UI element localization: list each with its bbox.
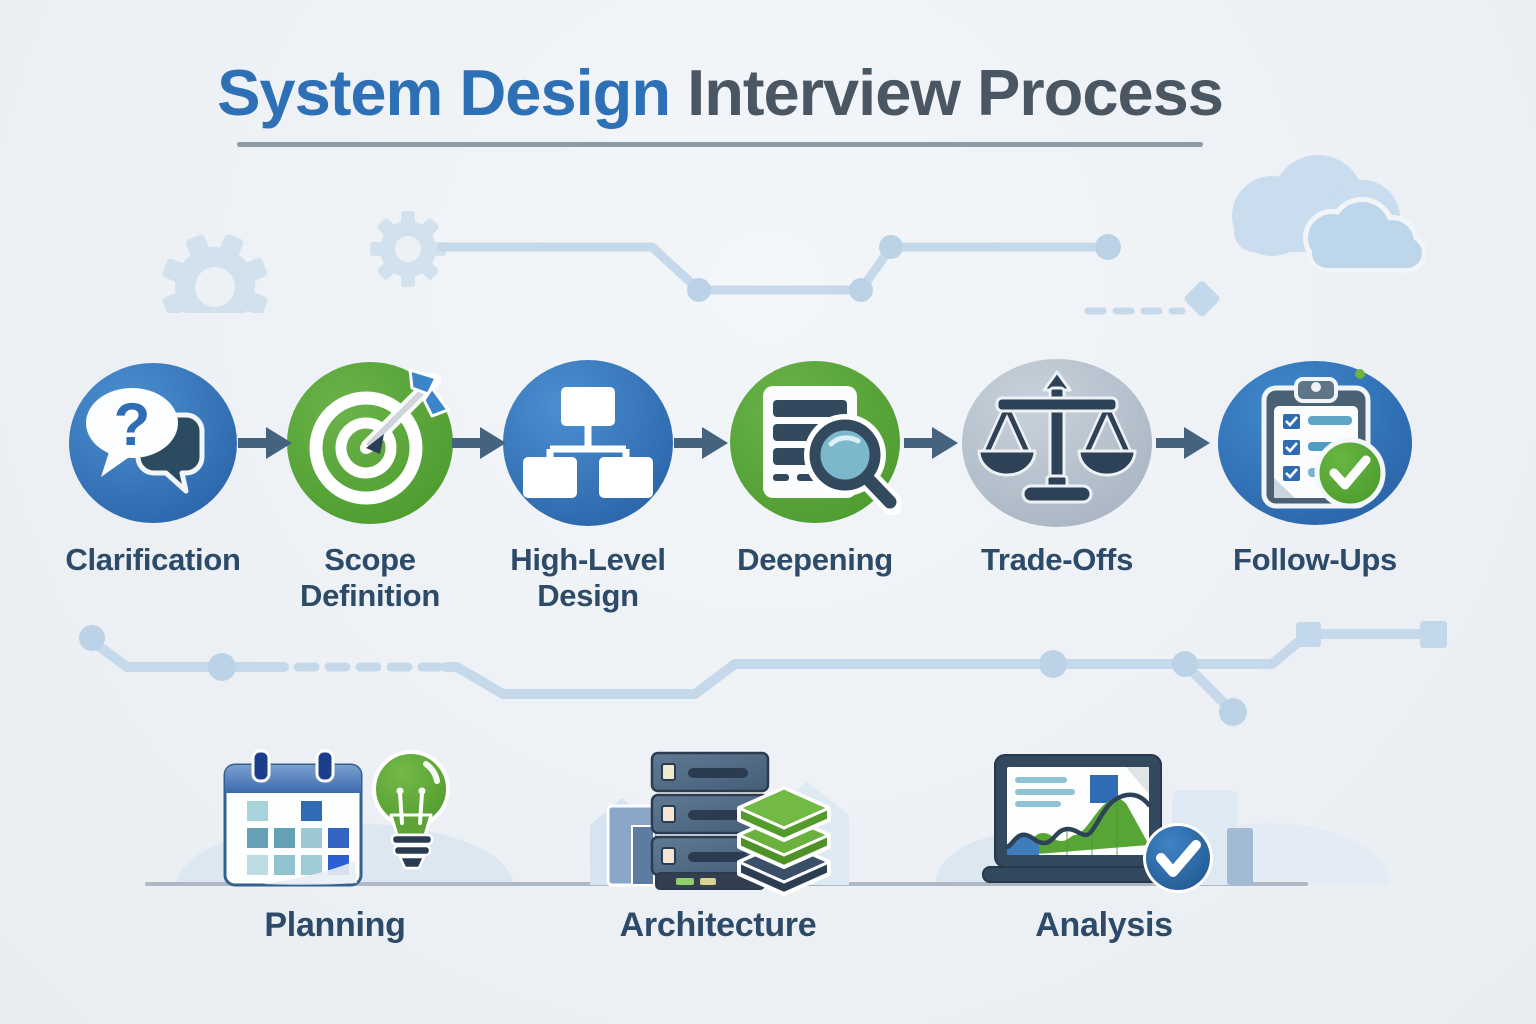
flow-arrow-icon (904, 427, 958, 459)
step-label: High-Level Design (510, 542, 666, 614)
title-underline (237, 141, 1203, 147)
page-title: System Design Interview Process (0, 56, 1440, 131)
flow-arrow-icon (452, 427, 506, 459)
step-deepening: Deepening (705, 358, 925, 578)
hierarchy-flowchart-icon (502, 358, 674, 528)
bottom-label-planning: Planning (264, 906, 406, 944)
flow-arrow-icon (674, 427, 728, 459)
speech-bubbles-question-icon: ? (68, 358, 238, 528)
title-highlight: System Design (217, 56, 671, 129)
gear-icon (370, 211, 446, 287)
title-rest: Interview Process (670, 56, 1224, 129)
step-scope-definition: Scope Definition (260, 358, 480, 615)
flow-arrow-icon (1156, 427, 1210, 459)
step-clarification: ? Clarification (43, 358, 263, 578)
gear-icon (162, 234, 268, 313)
calendar-lightbulb-icon (205, 743, 485, 898)
circuit-line-middle (79, 621, 1447, 726)
bottom-label-architecture: Architecture (619, 906, 817, 944)
server-magnifier-icon (729, 358, 901, 528)
circuit-line-top (437, 234, 1220, 317)
cloud-icon (1232, 155, 1427, 273)
question-mark-glyph: ? (114, 391, 151, 458)
step-label: Trade-Offs (980, 542, 1134, 577)
server-rack-stack-icon (580, 740, 860, 905)
target-dart-icon (286, 358, 454, 528)
step-label: Scope Definition (300, 542, 440, 614)
header: System Design Interview Process (0, 56, 1440, 147)
process-steps: ? Clarification (43, 358, 1425, 615)
balance-scale-icon (961, 358, 1153, 528)
step-label: Follow-Ups (1232, 542, 1398, 577)
step-trade-offs: Trade-Offs (947, 358, 1167, 578)
step-high-level-design: High-Level Design (478, 358, 698, 615)
clipboard-checklist-icon (1217, 358, 1413, 528)
laptop-chart-check-icon (950, 742, 1260, 907)
step-follow-ups: Follow-Ups (1205, 358, 1425, 578)
bottom-label-analysis: Analysis (1035, 906, 1173, 944)
step-label: Deepening (737, 542, 893, 577)
flow-arrow-icon (238, 427, 292, 459)
step-label: Clarification (65, 542, 241, 577)
